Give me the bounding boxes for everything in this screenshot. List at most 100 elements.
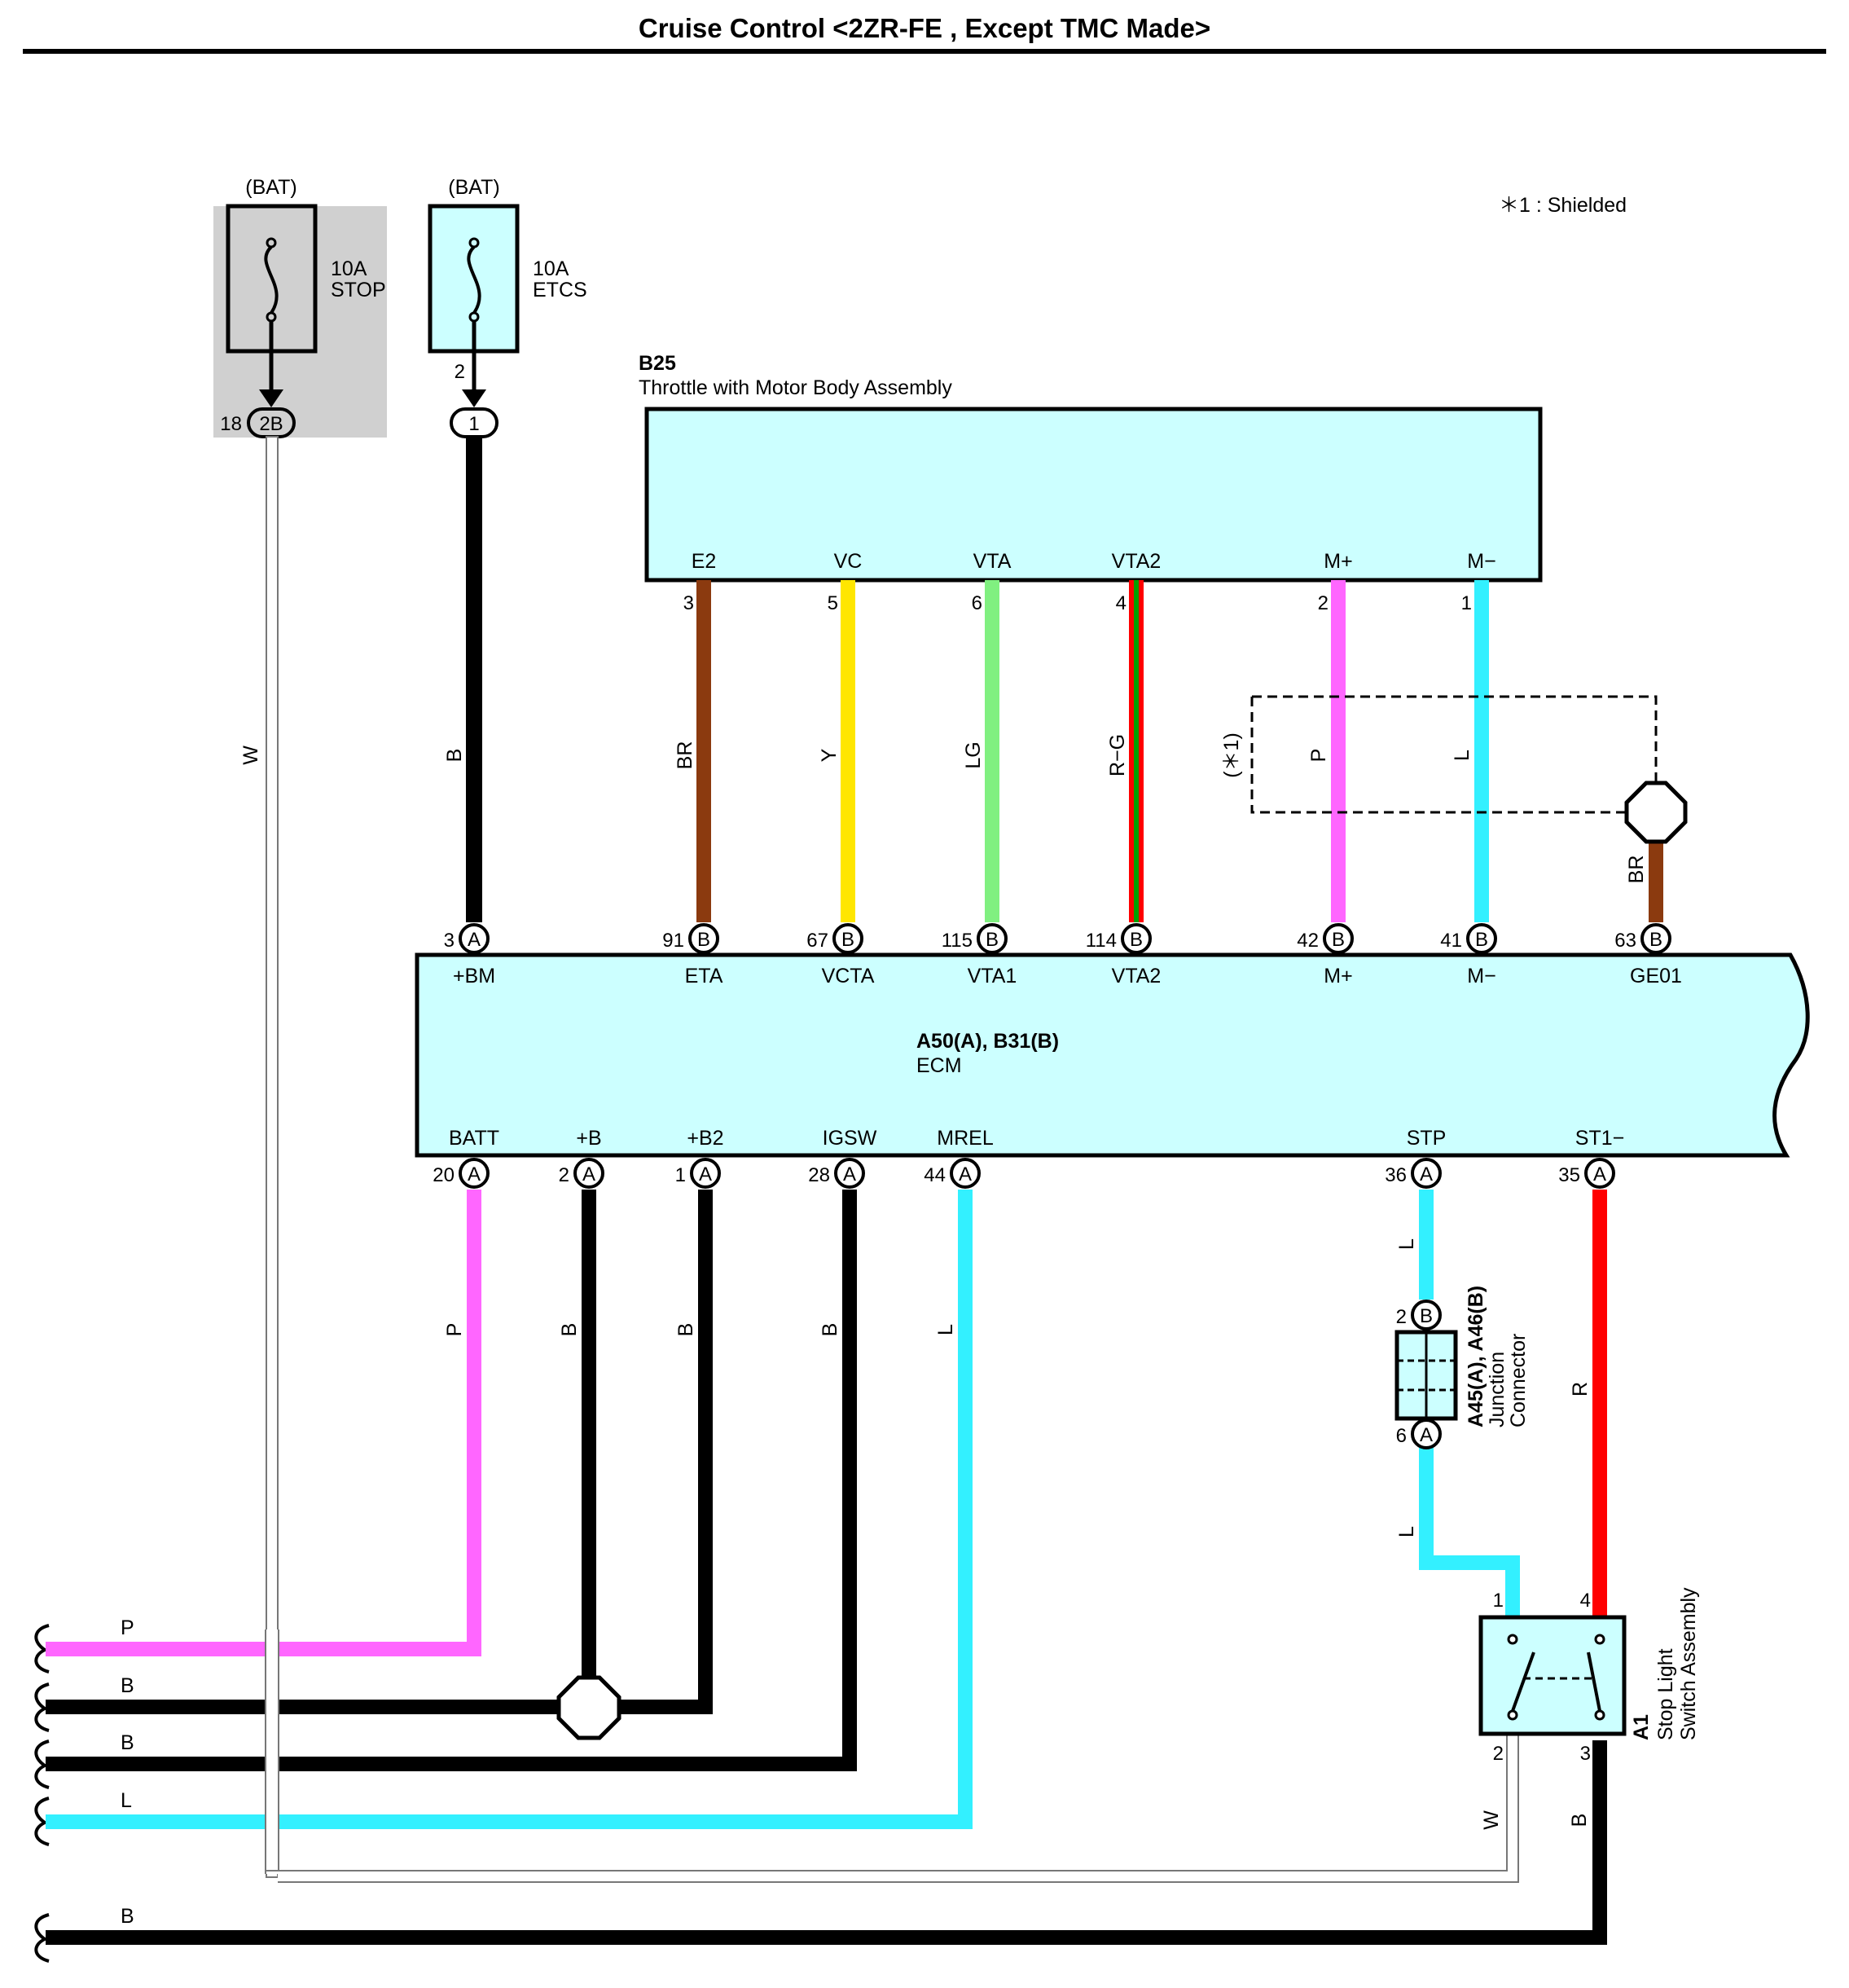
ecm-connector-letter: B [986, 929, 999, 951]
throttle-terminal-label: M+ [1324, 550, 1352, 573]
throttle-terminal-label: M− [1467, 550, 1495, 573]
ecm-connector-letter: A [468, 1163, 481, 1185]
wire-color-label: R−G [1106, 734, 1129, 776]
left-wire-label: L [121, 1789, 132, 1812]
wire-color-label: W [239, 746, 262, 765]
throttle-code: B25 [639, 352, 676, 375]
ecm-terminal-label: ST1− [1575, 1127, 1624, 1150]
igsw-b-wire [46, 1190, 857, 1771]
throttle-pin: 6 [972, 592, 982, 614]
ecm-connector-letter: A [1593, 1163, 1606, 1185]
wire-color-label: L [1395, 1238, 1418, 1250]
ecm-terminal-label: BATT [449, 1127, 499, 1150]
switch-name: Switch Assembly [1677, 1587, 1700, 1740]
ecm-terminal-label: VTA2 [1112, 965, 1162, 987]
ecm-connector-letter: A [1420, 1163, 1433, 1185]
junction-top-pin: 2 [1396, 1306, 1407, 1328]
ecm-pin-number: 91 [662, 930, 684, 952]
wire-color-label: L [934, 1324, 957, 1335]
wire-color-label: B [674, 1323, 697, 1337]
wire-color-label: P [443, 1323, 466, 1337]
wire-color-label: B [443, 749, 466, 763]
left-wire-label: B [121, 1905, 134, 1928]
wire-color-label: P [1307, 749, 1330, 763]
ecm-terminal-label: M− [1467, 965, 1495, 987]
switch-pin: 1 [1493, 1590, 1504, 1612]
b-splice-icon [556, 1675, 621, 1740]
b2-b-wire [588, 1190, 713, 1714]
stop-fuse-rating: 10A [331, 257, 367, 280]
junction-code: A45(A), A46(B) [1465, 1286, 1487, 1427]
etcs-fuse-arrow-icon [462, 389, 486, 407]
ecm-connector-letter: A [843, 1163, 856, 1185]
etcs-fuse-rating: 10A [533, 257, 569, 280]
stp-l-wire-lower [1419, 1442, 1520, 1617]
wire-color-label: BR [674, 741, 696, 770]
switch-pin: 2 [1493, 1743, 1504, 1765]
mrel-l-wire [46, 1190, 973, 1829]
left-wire-breaks [34, 1624, 50, 1963]
throttle-pin: 4 [1116, 592, 1127, 614]
ecm-connector-letter: B [1649, 929, 1662, 951]
ecm-terminal-label: ETA [685, 965, 723, 987]
switch-w-fill [278, 1871, 1507, 1881]
left-wire-label: B [121, 1674, 134, 1697]
stop-fuse-name: STOP [331, 279, 386, 301]
left-wire-label: P [121, 1616, 134, 1639]
shield-legend: ＊1 : Shielded [1499, 194, 1627, 217]
ecm-terminal-label: +B [576, 1127, 601, 1150]
stop-b-ground-wire [46, 1740, 1607, 1945]
ecm-terminal-label: VTA1 [968, 965, 1017, 987]
stop-fuse-icon [264, 237, 279, 323]
ecm-pin-number: 42 [1297, 930, 1319, 952]
ecm-terminal-label: VCTA [822, 965, 875, 987]
ecm-name: ECM [916, 1054, 962, 1077]
left-wire-label: B [121, 1731, 134, 1754]
ecm-pin-number: 28 [808, 1164, 830, 1186]
ecm-connector-letter: B [1475, 929, 1488, 951]
stop-connector-pin: 18 [220, 413, 242, 435]
wire-color-label: B [558, 1323, 581, 1337]
shield-note-label: (＊1) [1220, 732, 1243, 778]
throttle-terminal-label: E2 [692, 550, 717, 573]
etcs-fuse-name: ETCS [533, 279, 587, 301]
wire-color-label: L [1395, 1526, 1418, 1537]
w-crossing-band [266, 1630, 278, 1874]
wire-color-label: BR [1625, 855, 1648, 884]
throttle-pin: 1 [1461, 592, 1472, 614]
throttle-body-box [644, 407, 1543, 583]
wire-color-label: W [1480, 1810, 1503, 1830]
ecm-connector-letter: A [468, 929, 481, 951]
ecm-pin-number: 63 [1614, 930, 1636, 952]
shield-ground-splice-icon [1624, 781, 1688, 844]
wire-color-label: L [1451, 750, 1473, 761]
wire-color-label: B [1568, 1814, 1591, 1827]
throttle-pin: 2 [1318, 592, 1329, 614]
ecm-code: A50(A), B31(B) [916, 1030, 1059, 1053]
wire-color-label: LG [962, 741, 985, 768]
ecm-pin-number: 2 [559, 1164, 569, 1186]
ecm-connector-letter: B [1130, 929, 1143, 951]
stop-w-wire [266, 436, 279, 1878]
junction-bottom-letter: A [1420, 1424, 1433, 1446]
throttle-terminal-label: VTA [973, 550, 1012, 573]
junction-name: Junction [1486, 1352, 1509, 1427]
switch-w-fill [1508, 1735, 1517, 1881]
switch-name: Stop Light [1654, 1648, 1677, 1740]
junction-bottom-pin: 6 [1396, 1425, 1407, 1447]
ecm-terminal-label: STP [1407, 1127, 1447, 1150]
ecm-pin-number: 36 [1385, 1164, 1407, 1186]
ecm-pin-number: 115 [942, 930, 973, 952]
ecm-terminal-label: +BM [453, 965, 495, 987]
ecm-connector-letter: B [697, 929, 710, 951]
stop-connector-code: 2B [259, 413, 283, 435]
switch-code: A1 [1630, 1714, 1653, 1740]
stop-fuse-arrow-icon [259, 389, 283, 407]
ecm-connector-letter: A [699, 1163, 712, 1185]
junction-bottom-connector [1411, 1418, 1442, 1449]
stop-light-switch-icon [1478, 1615, 1627, 1736]
ecm-terminal-label: GE01 [1630, 965, 1682, 987]
etcs-fuse-icon [467, 237, 481, 323]
ecm-box [415, 952, 1810, 1158]
